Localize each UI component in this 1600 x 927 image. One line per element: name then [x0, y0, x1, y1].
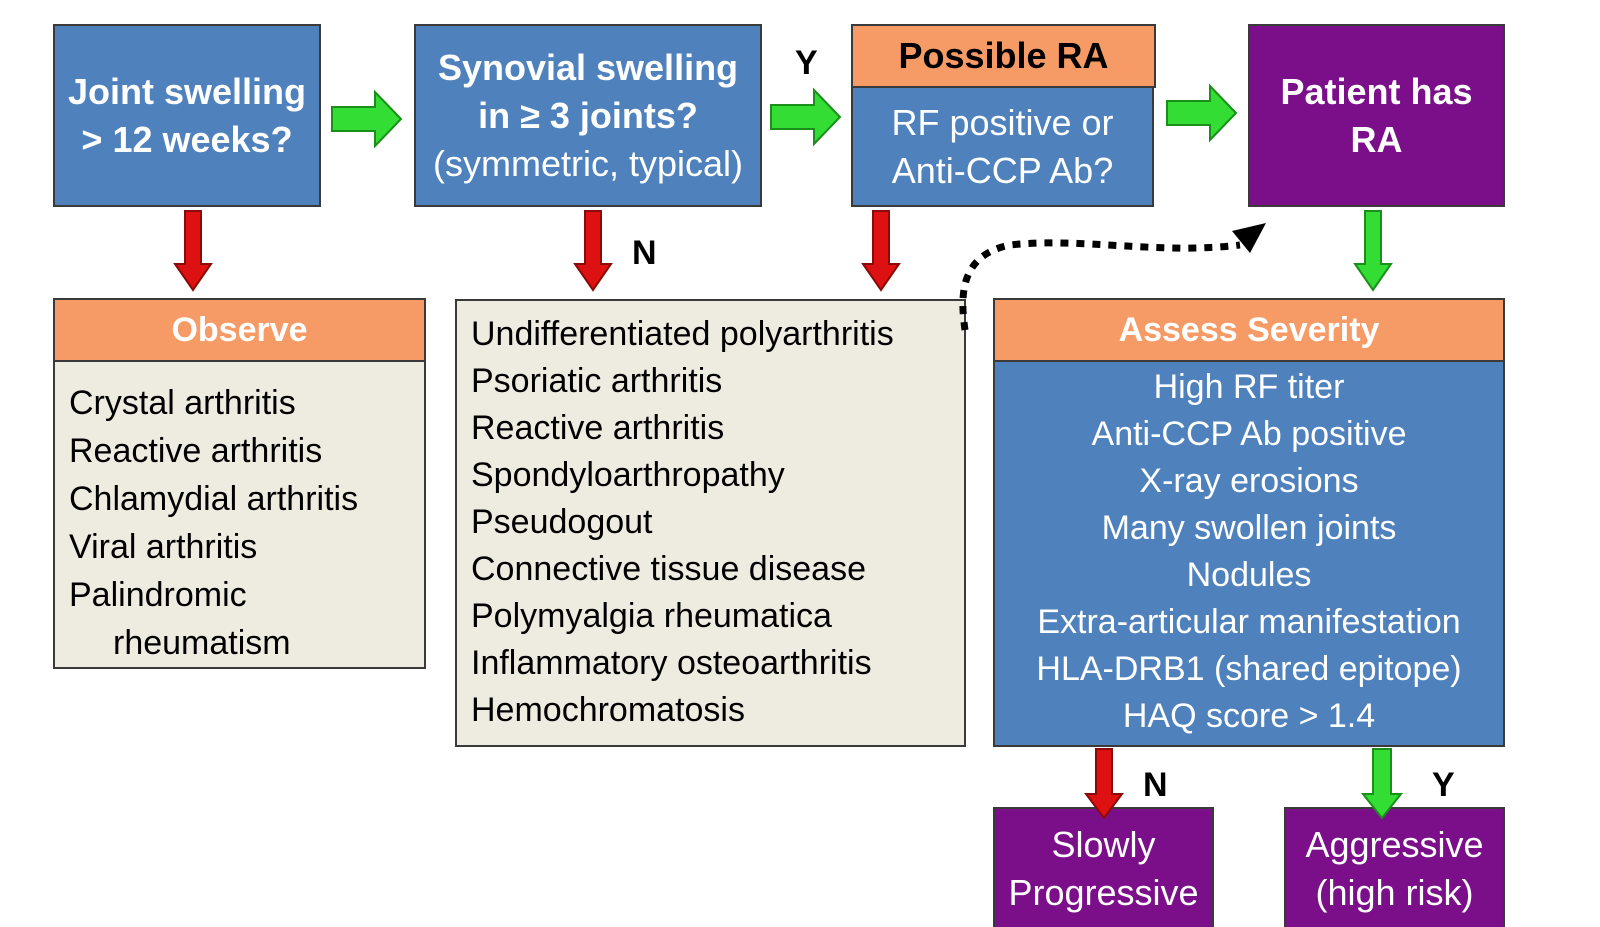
differential-item: Inflammatory osteoarthritis	[471, 644, 872, 682]
edge-label-severity-yes: Y	[1432, 766, 1455, 804]
differential-item: Hemochromatosis	[471, 691, 745, 729]
differential-item: Pseudogout	[471, 503, 653, 541]
synovial-line-3: (symmetric, typical)	[432, 142, 743, 184]
arrow-joint-to-observe	[173, 210, 213, 292]
observe-item: rheumatism	[113, 624, 291, 662]
node-aggressive: Aggressive (high risk)	[1284, 807, 1505, 927]
arrow-patient-to-severity	[1353, 210, 1393, 292]
node-possible-ra: RF positive or Anti-CCP Ab?	[851, 86, 1154, 207]
differential-list: Undifferentiated polyarthritis Psoriatic…	[471, 311, 894, 734]
differential-item: Undifferentiated polyarthritis	[471, 315, 894, 353]
severity-item: HLA-DRB1 (shared epitope)	[1036, 650, 1462, 688]
severity-item: Extra-articular manifestation	[1037, 603, 1461, 641]
arrow-synovial-to-differential	[573, 210, 613, 292]
patient-has-ra-line-2: RA	[1350, 118, 1403, 160]
differential-item: Psoriatic arthritis	[471, 362, 723, 400]
assess-severity-title: Assess Severity	[1118, 310, 1380, 349]
synovial-line-2: in ≥ 3 joints?	[478, 94, 698, 136]
observe-header: Observe	[53, 298, 426, 362]
severity-item: High RF titer	[1153, 368, 1345, 406]
possible-ra-line-2: Anti-CCP Ab?	[891, 149, 1114, 191]
node-patient-has-ra: Patient has RA	[1248, 24, 1505, 207]
edge-label-synovial-yes: Y	[795, 44, 818, 82]
slowly-progressive-line-2: Progressive	[1008, 872, 1199, 913]
severity-item: Many swollen joints	[1101, 509, 1397, 547]
severity-item: Anti-CCP Ab positive	[1091, 415, 1407, 453]
joint-swelling-line-2: > 12 weeks?	[81, 118, 293, 160]
differential-item: Reactive arthritis	[471, 409, 725, 447]
possible-ra-title: Possible RA	[898, 35, 1109, 76]
dotted-arrow-differential-to-patient	[959, 223, 1266, 331]
possible-ra-line-1: RF positive or	[891, 101, 1114, 143]
observe-item: Crystal arthritis	[69, 384, 296, 422]
arrow-joint-to-synovial	[331, 89, 403, 149]
aggressive-text: Aggressive (high risk)	[1286, 821, 1503, 917]
arrow-possible-ra-to-differential	[861, 210, 901, 292]
arrow-possible-ra-to-patient	[1166, 83, 1238, 143]
edge-label-synovial-no: N	[632, 234, 657, 272]
patient-has-ra-line-1: Patient has	[1280, 70, 1473, 112]
observe-item: Chlamydial arthritis	[69, 480, 359, 518]
edge-label-severity-no: N	[1143, 766, 1168, 804]
synovial-line-1: Synovial swelling	[437, 46, 739, 88]
observe-item: Palindromic	[69, 576, 247, 614]
observe-list: Crystal arthritis Reactive arthritis Chl…	[69, 379, 358, 667]
observe-item: Viral arthritis	[69, 528, 258, 566]
differential-item: Connective tissue disease	[471, 550, 867, 588]
node-synovial-swelling: Synovial swelling in ≥ 3 joints? (symmet…	[414, 24, 762, 207]
arrow-severity-to-aggressive	[1360, 748, 1404, 820]
joint-swelling-line-1: Joint swelling	[67, 70, 307, 112]
arrow-severity-to-slowly	[1084, 748, 1124, 820]
differential-item: Polymyalgia rheumatica	[471, 597, 832, 635]
slowly-progressive-text: Slowly Progressive	[995, 821, 1212, 917]
node-differential: Undifferentiated polyarthritis Psoriatic…	[455, 299, 966, 747]
aggressive-line-2: (high risk)	[1315, 872, 1474, 913]
aggressive-line-1: Aggressive	[1305, 824, 1484, 865]
severity-item: X-ray erosions	[1139, 462, 1359, 500]
node-slowly-progressive: Slowly Progressive	[993, 807, 1214, 927]
slowly-progressive-line-1: Slowly	[1051, 824, 1156, 865]
node-observe: Crystal arthritis Reactive arthritis Chl…	[53, 360, 426, 669]
severity-item: Nodules	[1186, 556, 1312, 594]
possible-ra-header: Possible RA	[851, 24, 1156, 88]
node-joint-swelling: Joint swelling > 12 weeks?	[53, 24, 321, 207]
differential-item: Spondyloarthropathy	[471, 456, 785, 494]
observe-item: Reactive arthritis	[69, 432, 323, 470]
arrow-synovial-to-possible-ra	[770, 87, 842, 147]
severity-item: HAQ score > 1.4	[1122, 697, 1376, 735]
observe-title: Observe	[171, 310, 308, 349]
assess-severity-header: Assess Severity	[993, 298, 1505, 362]
node-assess-severity: High RF titer Anti-CCP Ab positive X-ray…	[993, 360, 1505, 747]
assess-severity-list: High RF titer Anti-CCP Ab positive X-ray…	[995, 364, 1503, 740]
